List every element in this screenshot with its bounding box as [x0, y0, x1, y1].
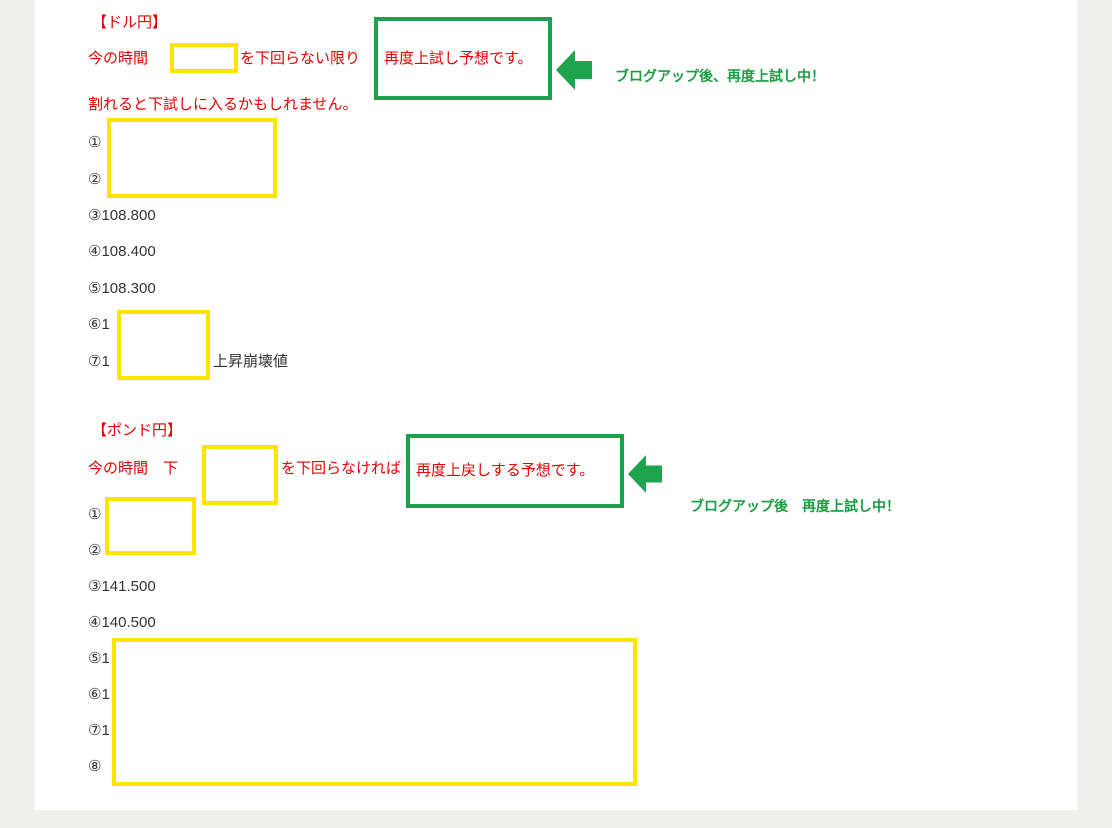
list-item: ① [88, 134, 102, 151]
dollar-yen-line1-prefix: 今の時間 [88, 50, 149, 67]
left-arrow-icon [556, 48, 592, 92]
pound-yen-forecast-text: 再度上戻しする予想です。 [416, 462, 595, 479]
redaction-box [170, 43, 238, 73]
list-item: ⑦1 [88, 353, 110, 370]
pound-yen-note: ブログアップ後 再度上試し中！ [690, 498, 900, 514]
pound-yen-title: 【ポンド円】 [92, 422, 183, 439]
list-item: ⑦1 [88, 722, 110, 739]
left-arrow-icon [628, 453, 662, 495]
list-item: ③108.800 [88, 207, 156, 224]
dollar-yen-forecast-highlight-box: 再度上試し予想です。 [374, 17, 552, 100]
list-item: ④140.500 [88, 614, 156, 631]
pound-yen-line1-prefix: 今の時間 下 [88, 460, 179, 477]
list-item-suffix: 上昇崩壊値 [213, 353, 289, 370]
dollar-yen-title: 【ドル円】 [92, 14, 168, 31]
redaction-box [117, 310, 210, 380]
redaction-box [202, 445, 278, 505]
redaction-box [112, 638, 637, 786]
list-item: ⑤108.300 [88, 280, 156, 297]
list-item: ④108.400 [88, 243, 156, 260]
list-item: ⑥1 [88, 316, 110, 333]
list-item: ② [88, 171, 102, 188]
redaction-box [107, 118, 277, 198]
pound-yen-forecast-highlight-box: 再度上戻しする予想です。 [406, 434, 624, 508]
list-item: ① [88, 506, 102, 523]
list-item: ② [88, 542, 102, 559]
pound-yen-line1-suffix: を下回らなければ [281, 460, 402, 477]
list-item: ⑧ [88, 758, 102, 775]
redaction-box [105, 497, 196, 555]
list-item: ⑥1 [88, 686, 110, 703]
dollar-yen-line1-suffix: を下回らない限り [240, 50, 361, 67]
list-item: ⑤1 [88, 650, 110, 667]
dollar-yen-forecast-text: 再度上試し予想です。 [384, 49, 533, 67]
dollar-yen-line2: 割れると下試しに入るかもしれません。 [88, 96, 358, 113]
dollar-yen-note: ブログアップ後、再度上試し中！ [615, 68, 825, 84]
list-item: ③141.500 [88, 578, 156, 595]
